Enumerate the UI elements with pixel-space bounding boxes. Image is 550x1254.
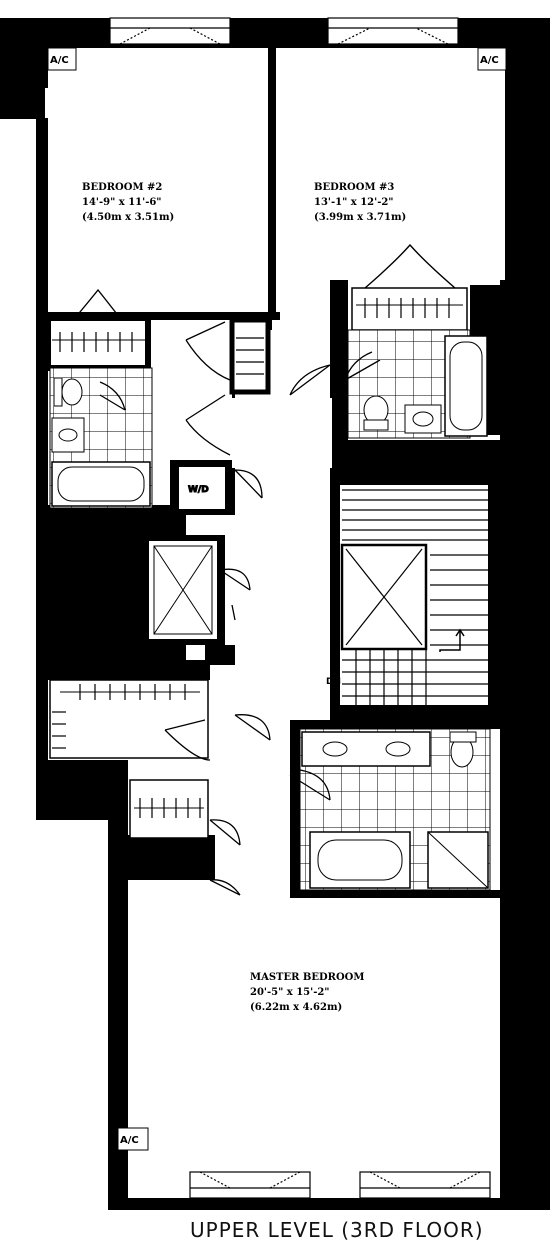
corridor-floor [235, 330, 330, 720]
master-bedroom-name: MASTER BEDROOM [250, 972, 364, 983]
bedroom-3-floor [276, 48, 505, 280]
doors [99, 321, 381, 896]
stair: DN [326, 489, 488, 705]
rooms [48, 48, 505, 1198]
bedroom-3-name: BEDROOM #3 [314, 182, 394, 193]
bedroom-2-floor [48, 48, 268, 312]
windows [109, 17, 491, 1199]
ac-label-top-right: A/C [480, 55, 499, 66]
bedroom-2-name: BEDROOM #2 [82, 182, 162, 193]
ac-label-master: A/C [120, 1135, 139, 1146]
ac-units: A/C A/C A/C [47, 47, 507, 1151]
master-bedroom-dims: 20'-5" x 15'-2" [250, 987, 330, 998]
utilities: W/D [147, 465, 227, 641]
stair-direction-label: DN [326, 677, 341, 687]
floor-caption: UPPER LEVEL (3RD FLOOR) [190, 1218, 484, 1242]
room-labels: BEDROOM #2 14'-9" x 11'-6" (4.50m x 3.51… [82, 182, 406, 1013]
bedroom-3-dims: 13'-1" x 12'-2" [314, 197, 394, 208]
bedroom-2-dims-metric: (4.50m x 3.51m) [82, 212, 174, 223]
master-bedroom-dims-metric: (6.22m x 4.62m) [250, 1002, 342, 1013]
master-bedroom-floor [128, 898, 500, 1198]
ac-label-top-left: A/C [50, 55, 69, 66]
bathrooms [49, 329, 491, 891]
bedroom-2-dims: 14'-9" x 11'-6" [82, 197, 162, 208]
washer-dryer-label: W/D [188, 485, 209, 495]
bedroom-3-dims-metric: (3.99m x 3.71m) [314, 212, 406, 223]
floor-plan: A/C A/C A/C [0, 17, 550, 1210]
